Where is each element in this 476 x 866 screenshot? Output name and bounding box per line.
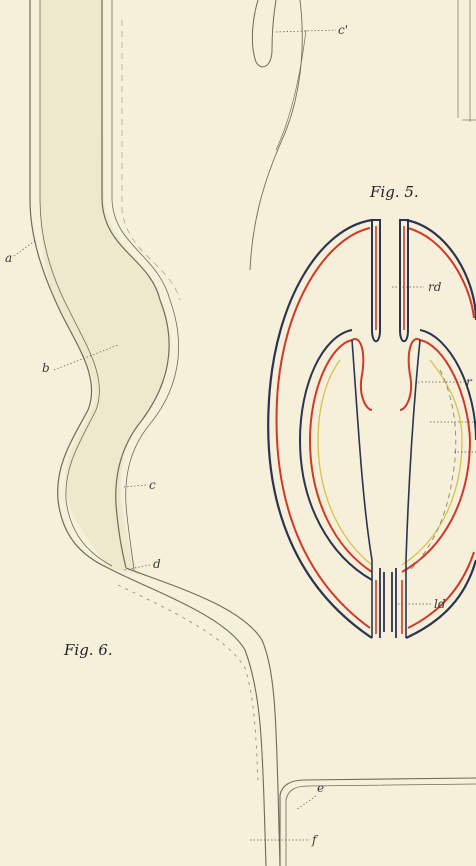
fig5-lower-stem-right xyxy=(392,568,396,638)
edge-marks xyxy=(458,0,476,122)
figure-5-title: Fig. 5. xyxy=(369,183,419,201)
fig5-inner-dashed xyxy=(410,370,456,570)
sketch-loop xyxy=(252,0,276,67)
label-rd: rd xyxy=(428,280,442,294)
label-r: r xyxy=(466,375,473,389)
figure-5-drawing xyxy=(268,220,476,638)
top-sketch xyxy=(250,0,306,270)
fig5-lower-stem-left xyxy=(380,568,384,638)
label-c: c xyxy=(149,478,156,492)
chamber-wall xyxy=(280,778,476,866)
label-a: a xyxy=(5,251,12,265)
label-b: b xyxy=(42,361,50,375)
label-ld: ld xyxy=(434,597,446,611)
tube-lower-right xyxy=(126,568,280,866)
fig5-left-outer-blue xyxy=(268,220,372,638)
label-e: e xyxy=(317,781,324,795)
chamber-wall-inner xyxy=(286,784,476,866)
sketch-short-line xyxy=(276,30,306,150)
leader-a xyxy=(14,240,36,256)
label-f: f xyxy=(311,833,319,847)
figure-6-title: Fig. 6. xyxy=(63,641,113,659)
fig5-inner-yellow xyxy=(318,360,462,565)
fig5-inner-red xyxy=(310,339,470,572)
sketch-long-line xyxy=(250,0,302,270)
label-d: d xyxy=(153,557,161,571)
figure-6-drawing xyxy=(30,0,476,866)
fig5-converge-right xyxy=(406,340,420,638)
fig5-right-outer-blue xyxy=(406,220,476,320)
label-c-prime: c' xyxy=(338,23,348,37)
tube-lower-left xyxy=(108,568,266,866)
leader-e xyxy=(296,796,316,810)
tube-lower-dashed xyxy=(118,585,258,780)
leader-c xyxy=(124,485,146,487)
fig5-converge-left xyxy=(352,340,372,638)
